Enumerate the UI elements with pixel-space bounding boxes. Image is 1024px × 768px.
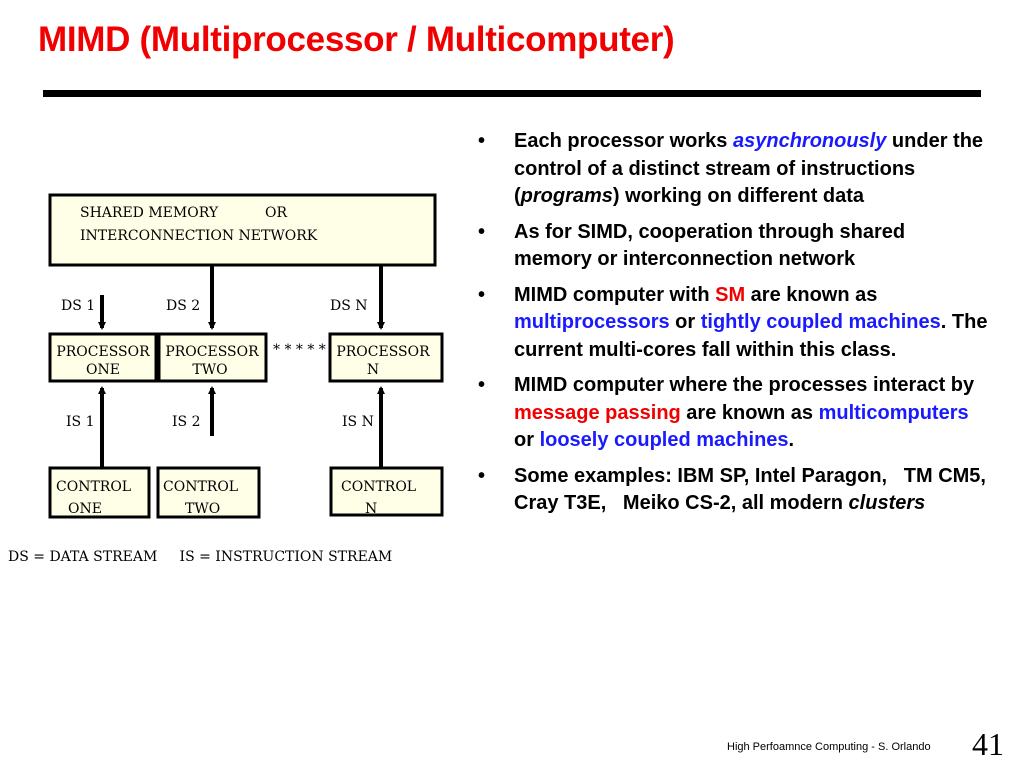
processor-n-box [328,332,444,383]
control-one-top: CONTROL [56,479,131,495]
bullet-3-text-2: are known as [745,283,878,306]
control-one-box [48,466,151,519]
is-label-1: IS 1 [66,414,94,430]
control-two-top: CONTROL [163,479,238,495]
control-two-bottom: TWO [185,501,220,517]
bullet-item-3: • MIMD computer with SM are known as mult… [478,282,988,365]
control-n-box [329,466,444,517]
processor-two-top: PROCESSOR [165,344,259,360]
shared-memory-box [48,193,437,267]
bullet-item-5: •Some examples: IBM SP, Intel Paragon, T… [478,463,988,518]
processor-one-box [48,332,158,383]
bullet-dot: • [478,283,486,306]
control-one-bottom: ONE [68,501,102,517]
is-label-n: IS N [342,414,374,430]
ds-label-n: DS N [330,298,368,314]
processor-n-top: PROCESSOR [336,344,430,360]
control-n-top: CONTROL [341,479,416,495]
ds-label-2: DS 2 [166,298,200,314]
processor-two-bottom: TWO [192,362,227,378]
bullet-4-text-1: MIMD computer where the processes intera… [514,374,975,396]
bullet-4-multicomputers: multicomputers [818,401,969,424]
bullet-3-text-4: . The current multi-cores fall within th… [514,311,988,361]
bullet-5-clusters: clusters [848,492,926,514]
bullet-dot: • [478,130,486,152]
bullet-1-text-1: Each processor works [514,130,733,152]
title-divider [43,90,981,97]
bullet-4-text-2: are known as [680,401,819,424]
processor-one-top: PROCESSOR [56,344,150,360]
memory-label-line2: INTERCONNECTION NETWORK [80,228,318,244]
bullet-2-text: As for SIMD, cooperation through shared … [514,220,906,271]
bullet-1-programs: programs [520,185,613,207]
memory-label-or: OR [265,205,287,221]
processor-two-box [157,332,268,383]
bullet-dot: • [478,220,486,243]
ds-label-1: DS 1 [61,298,95,314]
bullet-4-text-4: . [788,429,795,451]
mimd-architecture-diagram: SHARED MEMORY OR INTERCONNECTION NETWORK… [8,193,444,565]
slide-footer: High Perfoamnce Computing - S. Orlando [727,741,931,753]
bullet-4-text-3: or [514,429,540,451]
processor-one-bottom: ONE [86,362,120,378]
bullet-list: • Each processor works asynchronously und… [478,128,988,526]
page-number: 41 [972,726,1004,762]
bullet-item-4: • MIMD computer where the processes inter… [478,372,988,455]
bullet-1-asynchronously: asynchronously [732,130,887,152]
bullet-3-text-3: or [669,311,701,333]
bullet-4-loosely-coupled: loosely coupled machines [539,429,789,451]
control-two-box [156,466,261,519]
diagram-legend: DS = DATA STREAM IS = INSTRUCTION STREAM [8,549,392,565]
bullet-3-sm: SM [715,283,746,306]
control-n-bottom: N [365,501,377,517]
memory-label-line1: SHARED MEMORY [80,205,219,221]
bullet-item-1: • Each processor works asynchronously und… [478,128,988,211]
bullet-5-text: Some examples: IBM SP, Intel Paragon, TM… [514,464,992,515]
is-label-2: IS 2 [172,414,200,430]
bullet-1-text-2: under the control of a distinct stream o… [514,130,984,207]
bullet-4-message-passing: message passing [514,401,681,424]
processor-n-bottom: N [367,362,379,378]
bullet-1-text-3: ) working on different data [612,185,865,207]
bullet-dot: • [478,374,486,396]
processor-ellipsis: * * * * * [273,342,326,358]
slide-title: MIMD (Multiprocessor / Multicomputer) [38,20,675,59]
bullet-3-text-1: MIMD computer with [514,283,716,306]
bullet-3-multiprocessors: multiprocessors [514,311,670,333]
bullet-dot: • [478,464,486,487]
bullet-3-tightly-coupled: tightly coupled machines [700,311,941,333]
bullet-item-2: • As for SIMD, cooperation through shared… [478,219,988,274]
